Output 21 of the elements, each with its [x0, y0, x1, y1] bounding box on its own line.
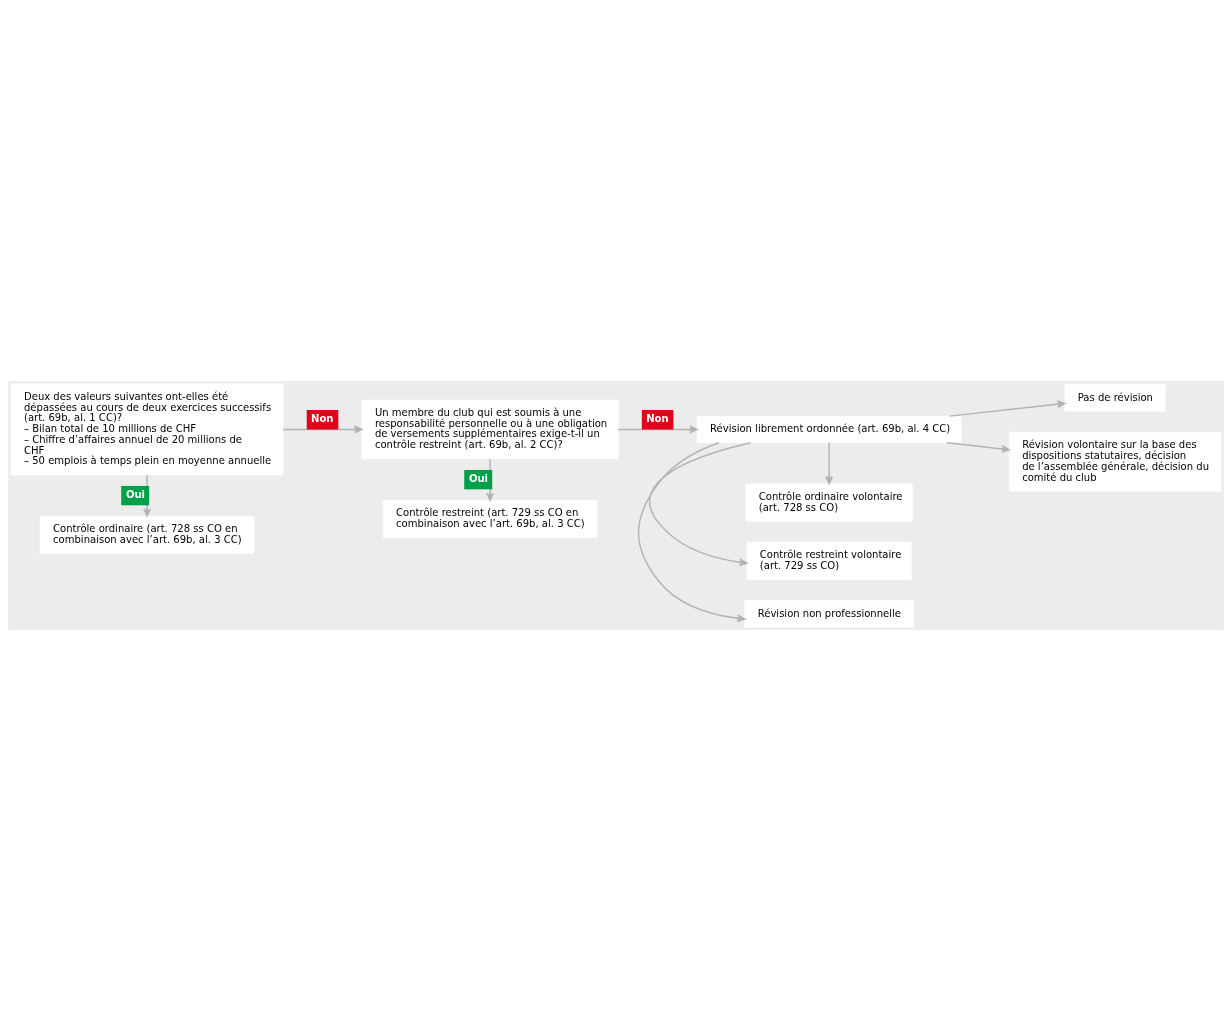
arrow — [282, 425, 363, 433]
arrow — [617, 425, 698, 433]
node-box: Révision librement ordonnée (art. 69b, al. 4 CC) — [696, 415, 962, 443]
edge-label: Non — [646, 412, 669, 424]
arrow — [825, 441, 834, 484]
edge-label: Oui — [468, 472, 489, 484]
arrow — [637, 441, 746, 622]
node-box: Contrôle restreint volontaire (art. 729 ss CO) — [746, 541, 912, 580]
edge-label: Non — [311, 412, 334, 424]
node-box: Deux des valeurs suivantes ont-elles été dépassées au cours de deux exercices successifs (art. 69b, al. 1 CC)? – Bilan total de 10 millions de CHF – Chiffre d’affaires annuel de 20 millions de CHF – 50 emplois à temps plein en moyenne annuelle — [10, 383, 284, 475]
node-box: Révision non professionnelle — [744, 599, 914, 627]
node-box: Contrôle restreint (art. 729 ss CO en combinaison avec l’art. 69b, al. 3 CC) — [382, 499, 598, 538]
arrow — [946, 441, 1010, 453]
node-box: Contrôle ordinaire volontaire (art. 728 ss CO) — [745, 483, 913, 522]
edge-label: Oui — [125, 488, 145, 500]
node-box: Révision volontaire sur la base des dispositions statutaires, décision de l’assemblée générale, décision du comité du club — [1008, 431, 1222, 491]
node-box: Un membre du club qui est soumis à une responsabilité personnelle ou à une obligation de versements supplémentaires exige-t-il un contrôle restreint (art. 69b, al. 2 CC)? — [361, 399, 619, 459]
node-box: Contrôle ordinaire (art. 728 ss CO en combinaison avec l’art. 69b, al. 3 CC) — [39, 515, 255, 554]
arrow — [948, 399, 1066, 417]
node-box: Pas de révision — [1064, 383, 1166, 411]
arrow — [648, 441, 752, 566]
